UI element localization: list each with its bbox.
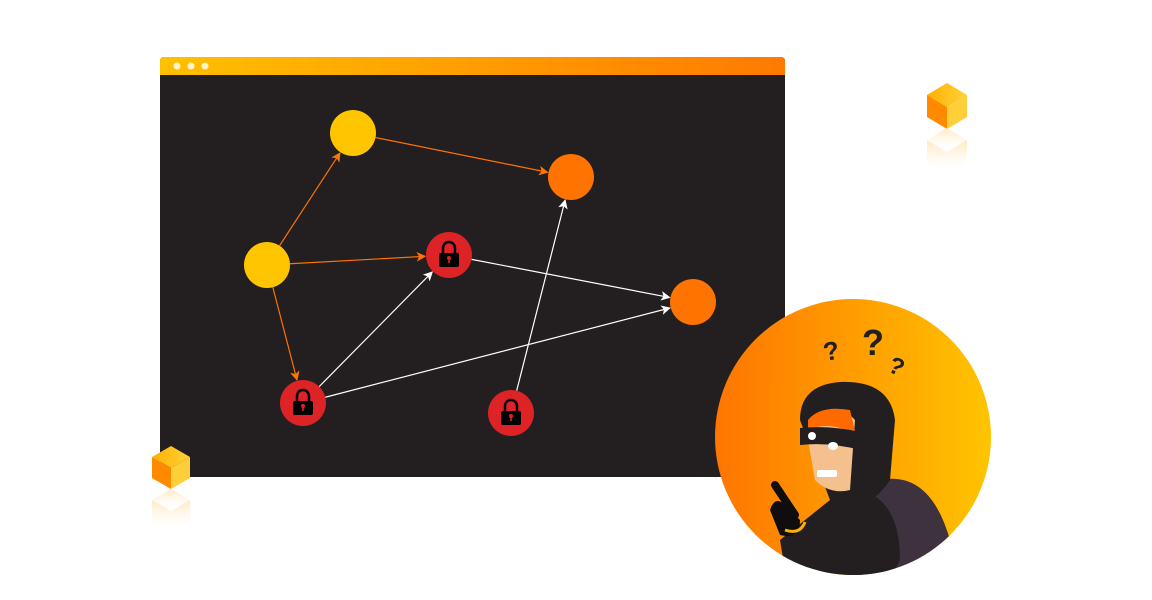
edge-g-c <box>516 199 568 391</box>
lock-icon <box>439 240 459 267</box>
node-c <box>548 154 594 200</box>
window-dot-icon <box>187 62 195 70</box>
cube-icon <box>152 446 190 532</box>
node-b <box>244 242 290 288</box>
edge-f-d <box>318 271 433 388</box>
edge-d-e <box>471 258 671 301</box>
node-g <box>488 390 534 436</box>
thief-avatar: ? ? ? <box>715 299 991 575</box>
title-bar <box>160 57 785 75</box>
window-dot-icon <box>173 62 181 70</box>
svg-text:?: ? <box>862 322 884 363</box>
lock-icon <box>501 398 521 425</box>
node-e <box>670 279 716 325</box>
browser-window <box>160 57 785 477</box>
edge-a-c <box>375 136 549 176</box>
edge-b-d <box>289 251 427 265</box>
lock-icon <box>293 388 313 415</box>
edge-b-a <box>279 152 341 247</box>
edge-b-f <box>272 287 300 381</box>
graph-edges <box>272 136 671 398</box>
edge-f-e <box>325 305 671 398</box>
node-d <box>426 232 472 278</box>
cube-icon <box>927 83 967 174</box>
node-a <box>330 110 376 156</box>
window-dot-icon <box>201 62 209 70</box>
node-f <box>280 380 326 426</box>
svg-text:?: ? <box>821 335 842 367</box>
graph-nodes <box>244 110 716 436</box>
